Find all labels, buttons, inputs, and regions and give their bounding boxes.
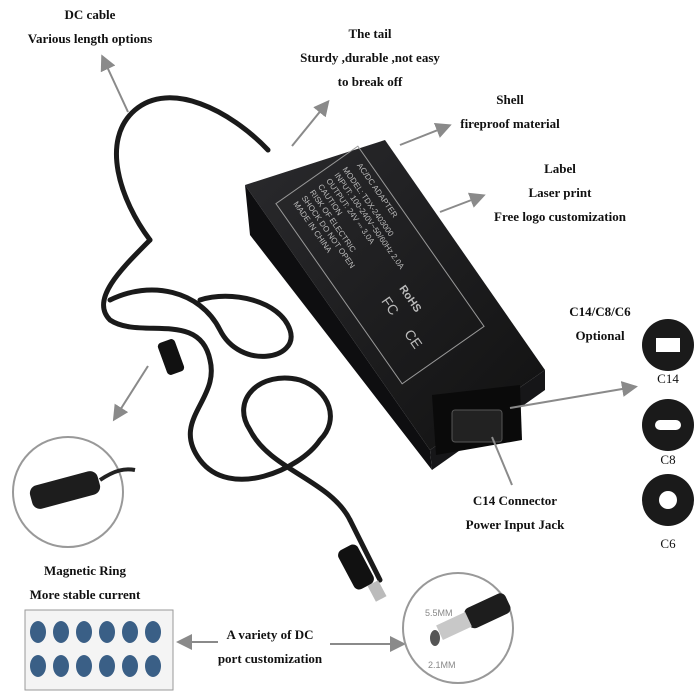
callout-label: Label Laser print Free logo customizatio… [475,157,645,229]
dc-plug-inset [402,572,514,684]
callout-text: Various length options [27,31,153,46]
callout-title: A variety of DC [226,627,314,642]
dc-tip-thumbnail [122,621,138,643]
arrow-plug-options [509,381,638,409]
callout-text: Optional [575,328,625,343]
callout-text: port customization [217,651,323,666]
dc-tip-thumbnail [76,655,92,677]
plug-c14-label: C14 [657,371,679,386]
callout-title: The tail [348,26,392,41]
plug-c6-label: C6 [660,536,676,551]
dc-tip-thumbnail [145,655,161,677]
callout-title: Magnetic Ring [44,563,126,578]
callout-text: Free logo customization [494,209,626,224]
dc-plug [338,544,387,602]
magnetic-ring-inset [12,436,136,548]
callout-plug-options: C14/C8/C6 Optional [555,300,645,348]
plug-option-icons [640,315,696,526]
callout-connector: C14 Connector Power Input Jack [445,489,585,537]
callout-dc-cable: DC cable Various length options [20,3,160,51]
dc-outer-diameter: 5.5MM [425,608,453,618]
dc-tip-thumbnail [30,655,46,677]
callout-text: fireproof material [460,116,560,131]
callout-dc-port: A variety of DC port customization [200,623,340,671]
callout-title: Shell [496,92,524,107]
arrow-shell [399,122,452,146]
arrow-dc-cable [100,54,129,113]
magnetic-ring-on-cable [157,339,185,375]
arrow-magnetic-ring [112,365,149,422]
callout-magnetic-ring: Magnetic Ring More stable current [15,559,155,607]
dc-tip-thumbnail [53,621,69,643]
callout-title: DC cable [64,7,116,22]
callout-text: Laser print [528,185,592,200]
callout-title: C14/C8/C6 [569,304,631,319]
dc-inner-diameter: 2.1MM [428,660,456,670]
callout-tail: The tail Sturdy ,durable ,not easy to br… [280,22,460,94]
callout-text: Power Input Jack [465,517,565,532]
dc-port-grid [24,609,174,691]
arrow-tail [291,99,330,147]
callout-title: C14 Connector [472,493,558,508]
dc-tip-thumbnail [30,621,46,643]
callout-text: to break off [337,74,403,89]
callout-shell: Shell fireproof material [440,88,580,136]
callout-title: Label [544,161,576,176]
plug-c8-label: C8 [660,452,676,467]
dc-tip-thumbnail [99,621,115,643]
arrow-label [439,192,486,213]
arrow-connector [491,436,513,486]
adapter-body [245,140,545,470]
dc-tip-thumbnail [145,621,161,643]
dc-tip-thumbnail [53,655,69,677]
dc-tip-thumbnail [122,655,138,677]
callout-arrows [100,54,638,652]
dc-tip-thumbnail [76,621,92,643]
callout-text: More stable current [29,587,141,602]
dc-cable [101,95,383,583]
callout-text: Sturdy ,durable ,not easy [300,50,440,65]
dc-tip-thumbnail [99,655,115,677]
